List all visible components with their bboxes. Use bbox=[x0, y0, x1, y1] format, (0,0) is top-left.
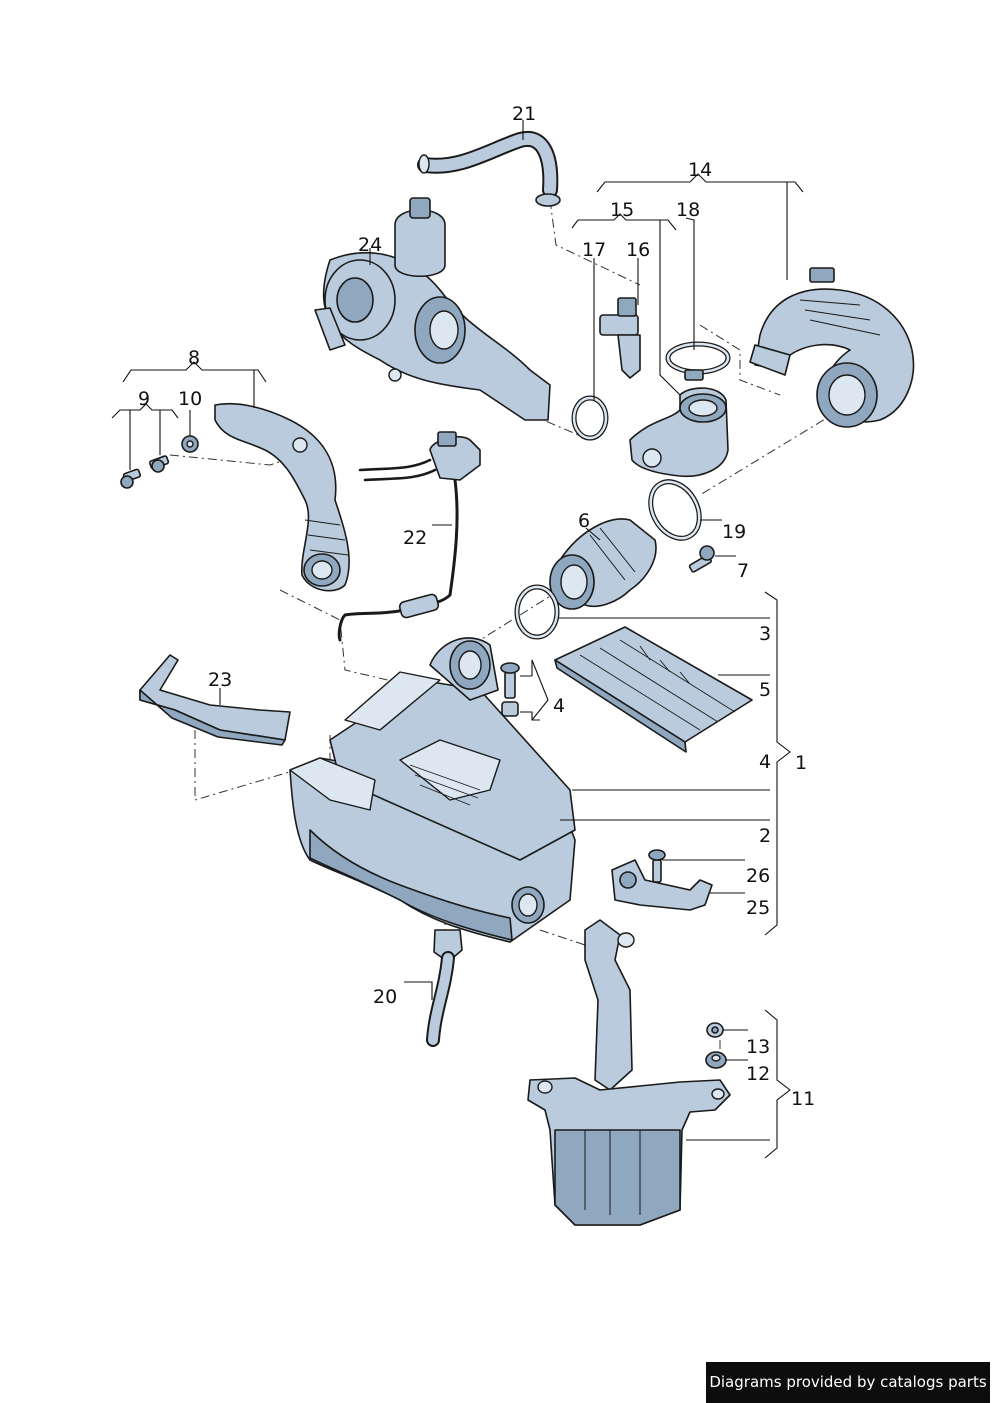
bolt-grommet-4-part[interactable] bbox=[500, 662, 520, 717]
intake-pipe-part[interactable] bbox=[214, 402, 350, 592]
label-12: 12 bbox=[746, 1063, 770, 1085]
air-filter-housing-part[interactable] bbox=[289, 637, 576, 943]
screw-7-part[interactable] bbox=[688, 545, 715, 573]
label-16: 16 bbox=[626, 239, 650, 261]
label-22: 22 bbox=[403, 527, 427, 549]
sensor-part[interactable] bbox=[599, 297, 641, 379]
label-10: 10 bbox=[178, 388, 202, 410]
label-21: 21 bbox=[512, 103, 536, 125]
label-6: 6 bbox=[578, 510, 590, 532]
label-14: 14 bbox=[688, 159, 712, 181]
intake-hose-part[interactable] bbox=[749, 267, 915, 428]
bolt-26-part[interactable] bbox=[648, 849, 666, 883]
label-24: 24 bbox=[358, 234, 382, 256]
label-26: 26 bbox=[746, 865, 770, 887]
label-15: 15 bbox=[610, 199, 634, 221]
label-9: 9 bbox=[138, 388, 150, 410]
nut-13-part[interactable] bbox=[706, 1022, 724, 1038]
label-4-bolt: 4 bbox=[553, 695, 565, 717]
o-ring-3-part[interactable] bbox=[514, 584, 560, 640]
o-ring-17-part[interactable] bbox=[571, 395, 609, 441]
breather-hose-part[interactable] bbox=[417, 130, 561, 207]
label-20: 20 bbox=[373, 986, 397, 1008]
vacuum-line-part[interactable] bbox=[337, 431, 481, 642]
label-4-filter: 4 bbox=[759, 751, 771, 773]
label-5: 5 bbox=[759, 679, 771, 701]
label-8: 8 bbox=[188, 347, 200, 369]
air-mass-meter-part[interactable] bbox=[549, 518, 657, 610]
assembly-lines bbox=[169, 199, 841, 1060]
part-number-labels: 21 14 15 18 17 16 24 8 9 10 22 6 19 7 3 … bbox=[138, 103, 815, 1110]
resonator-part[interactable] bbox=[527, 919, 731, 1226]
grommet-12-part[interactable] bbox=[705, 1051, 727, 1069]
label-11: 11 bbox=[791, 1088, 815, 1110]
elbow-connector-part[interactable] bbox=[629, 387, 729, 478]
nut-10-part[interactable] bbox=[181, 435, 199, 453]
bracket-23-part[interactable] bbox=[139, 654, 291, 746]
holder-25-part[interactable] bbox=[611, 859, 713, 911]
turbocharger-part[interactable] bbox=[314, 197, 551, 421]
label-7: 7 bbox=[737, 560, 749, 582]
screws-9-part[interactable] bbox=[120, 455, 170, 489]
label-23: 23 bbox=[208, 669, 232, 691]
label-19: 19 bbox=[722, 521, 746, 543]
label-13: 13 bbox=[746, 1036, 770, 1058]
label-3: 3 bbox=[759, 623, 771, 645]
label-1: 1 bbox=[795, 752, 807, 774]
air-filter-element-part[interactable] bbox=[554, 626, 753, 753]
hose-clamp-18-part[interactable] bbox=[665, 341, 731, 381]
label-17: 17 bbox=[582, 239, 606, 261]
footer-credit: Diagrams provided by catalogs parts bbox=[706, 1362, 990, 1403]
leader-lines bbox=[111, 120, 804, 1159]
hose-clamp-19-part[interactable] bbox=[641, 473, 709, 547]
label-25: 25 bbox=[746, 897, 770, 919]
label-18: 18 bbox=[676, 199, 700, 221]
label-2: 2 bbox=[759, 825, 771, 847]
drain-hose-part[interactable] bbox=[426, 929, 463, 1047]
